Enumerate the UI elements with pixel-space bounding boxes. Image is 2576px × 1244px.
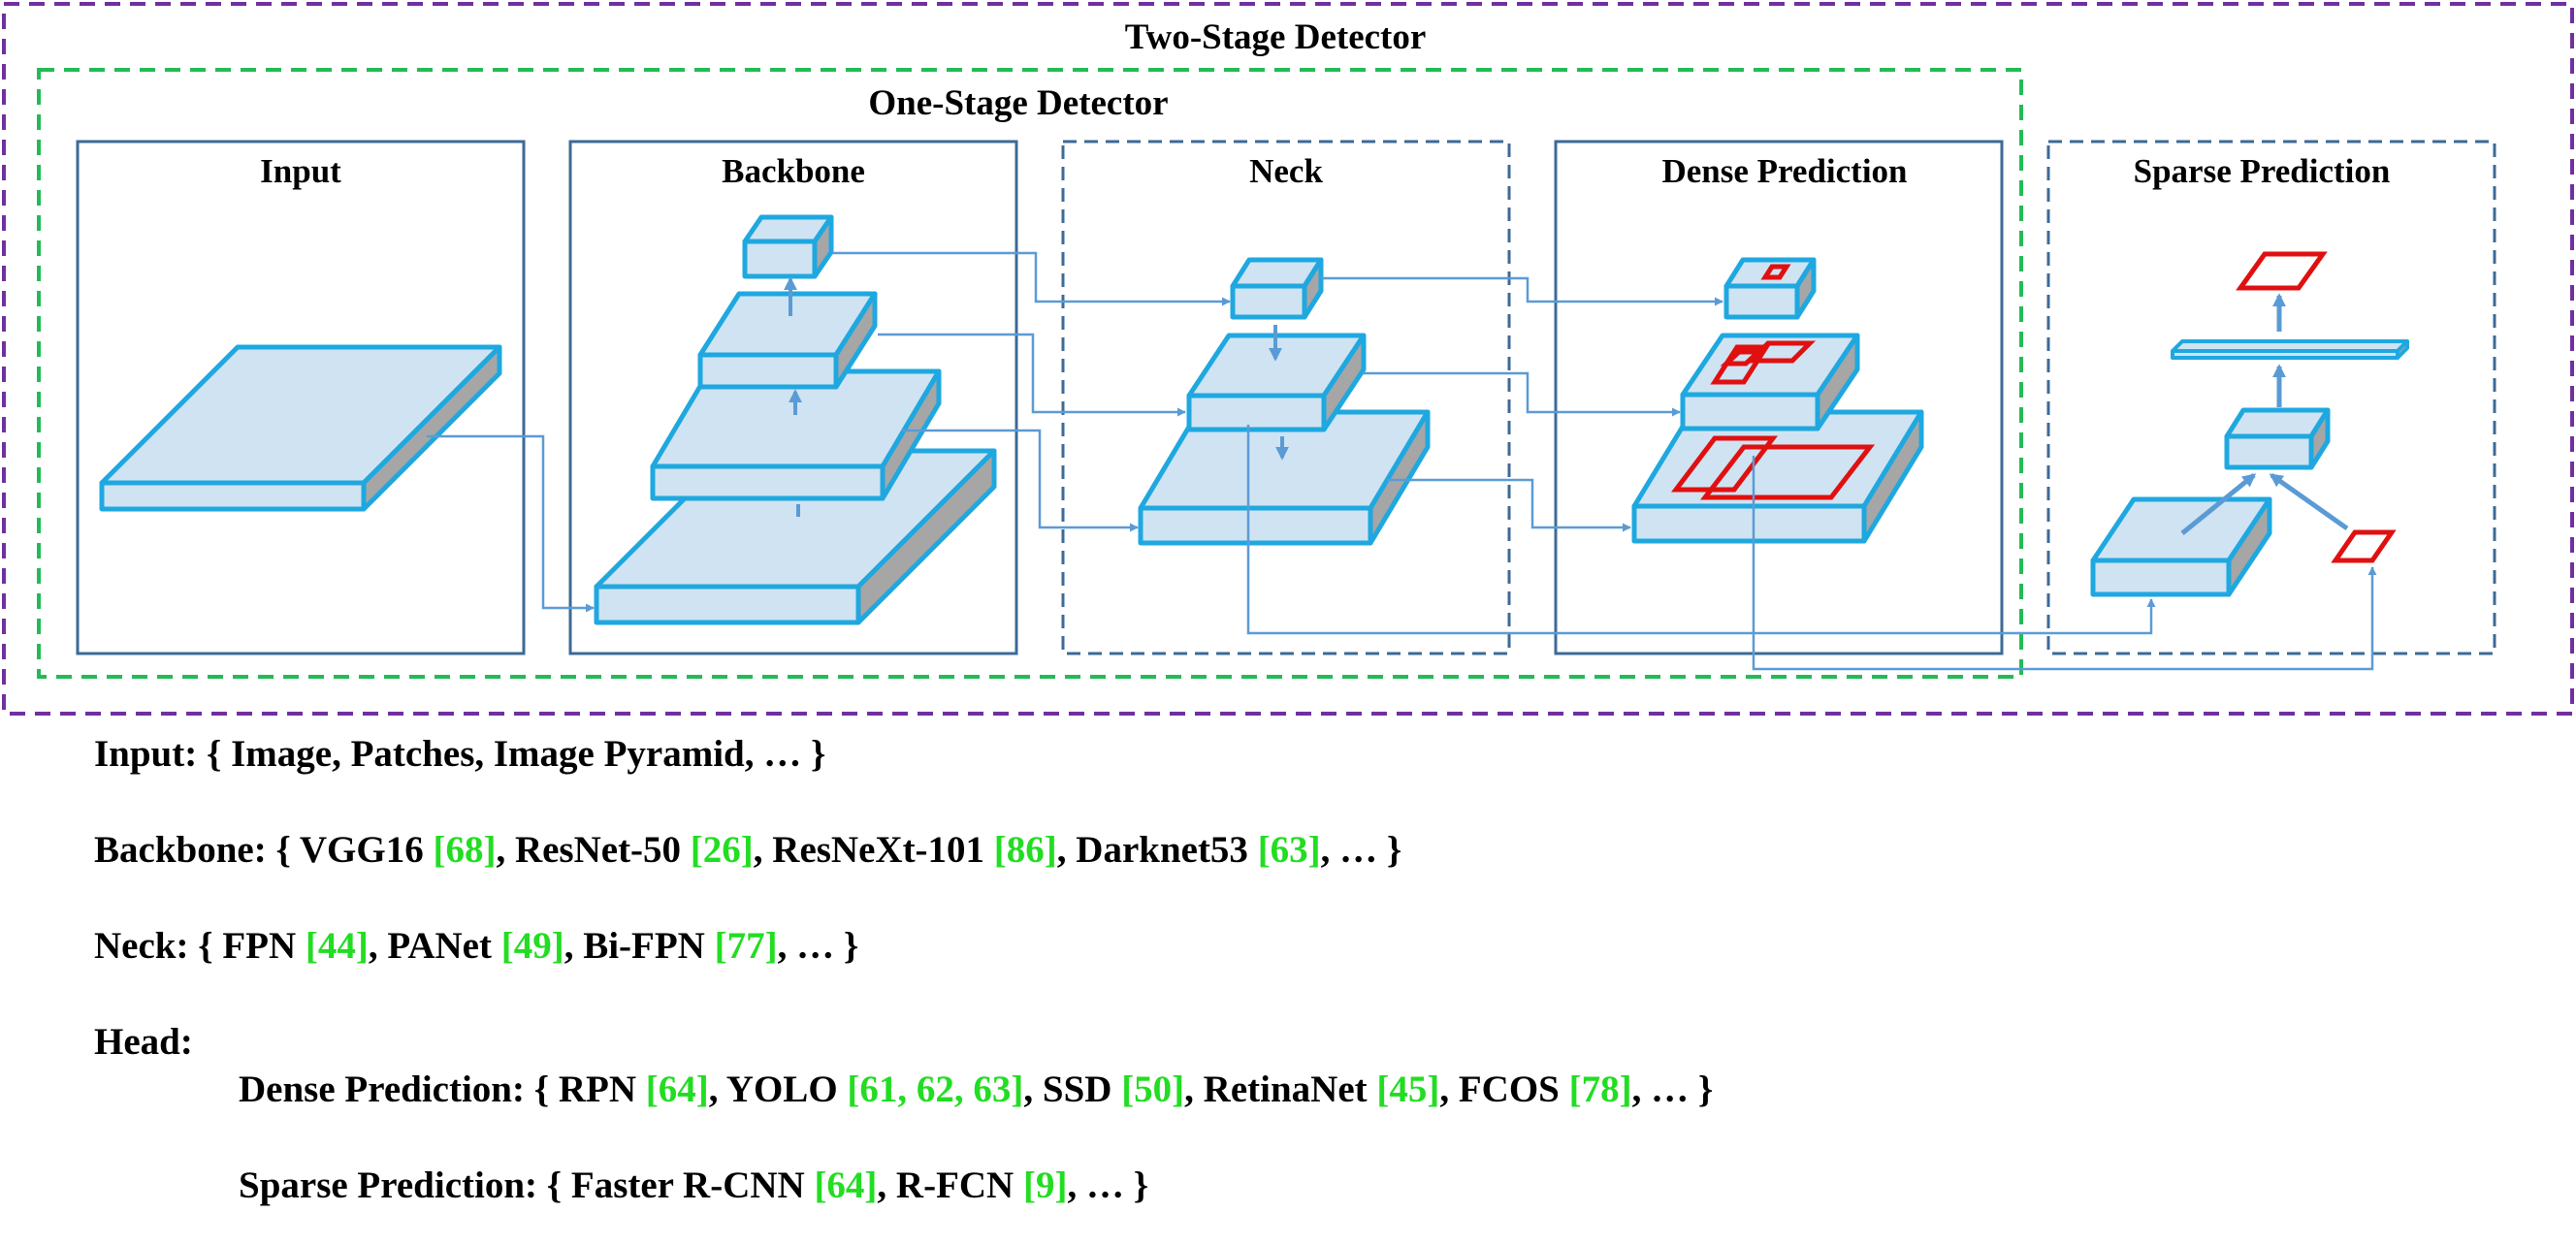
backbone-upsample-arrows [784,276,802,517]
reference-link[interactable]: [64] [814,1164,878,1206]
reference-link[interactable]: [49] [500,925,564,967]
backbone-line-text: { VGG16 [68], ResNet-50 [26], ResNeXt-10… [275,829,1402,871]
backbone-line-label: Backbone: [94,829,267,871]
sparse-prediction-line: Sparse Prediction: { Faster R-CNN [64], … [239,1164,1148,1207]
input-panel [76,140,526,655]
backbone-panel-title: Backbone [722,152,865,190]
backbone-level-4 [742,214,834,279]
dense-prediction-line: Dense Prediction: { RPN [64], YOLO [61, … [239,1068,1713,1111]
sparse-output-box [2236,251,2328,291]
sparse-prediction-line-text: { Faster R-CNN [64], R-FCN [9], … } [546,1164,1149,1206]
sparse-prediction-panel [2046,140,2496,655]
head-line: Head: [94,1020,193,1064]
dense-prediction-line-label: Dense Prediction: [239,1069,525,1110]
backbone-level-3 [697,291,878,390]
input-line: Input: { Image, Patches, Image Pyramid, … [94,732,825,776]
dense-prediction-panel [1554,140,2004,655]
neck-line-label: Neck: [94,925,189,967]
reference-link[interactable]: [86] [993,829,1057,871]
reference-link[interactable]: [26] [690,829,754,871]
backbone-level-2 [650,368,942,501]
input-line-label: Input: [94,733,198,775]
reference-link[interactable]: [61, 62, 63] [847,1069,1024,1110]
input-image-slab [99,344,502,512]
reference-link[interactable]: [64] [645,1069,709,1110]
backbone-line: Backbone: { VGG16 [68], ResNet-50 [26], … [94,828,1401,872]
sparse-pooled-block [2224,407,2331,470]
two-stage-title: Two-Stage Detector [1125,17,1427,57]
sparse-fc-layer [2171,339,2409,360]
input-line-text: { Image, Patches, Image Pyramid, … } [206,733,826,775]
neck-panel-title: Neck [1249,152,1323,190]
dense-bounding-boxes [1670,264,1876,500]
sparse-roi-block [2090,496,2272,597]
reference-link[interactable]: [63] [1257,829,1321,871]
sparse-proposal-box [2331,529,2397,563]
backbone-level-1 [594,448,997,625]
reference-link[interactable]: [9] [1022,1164,1068,1206]
dense-level-1 [1631,409,1924,544]
reference-link[interactable]: [44] [305,925,369,967]
neck-line-text: { FPN [44], PANet [49], Bi-FPN [77], … } [198,925,859,967]
dense-prediction-panel-title: Dense Prediction [1661,152,1907,190]
neck-downsample-arrows [1269,325,1289,461]
dense-prediction-line-text: { RPN [64], YOLO [61, 62, 63], SSD [50],… [533,1069,1714,1110]
sparse-arrows [2180,293,2349,535]
reference-link[interactable]: [68] [433,829,497,871]
sparse-prediction-panel-title: Sparse Prediction [2134,152,2391,190]
neck-level-3 [1230,257,1324,320]
head-line-label: Head: [94,1021,193,1063]
detector-architecture-diagram: Two-Stage Detector One-Stage Detector In… [2,2,2574,716]
sparse-prediction-line-label: Sparse Prediction: [239,1164,538,1206]
one-stage-frame [37,68,2023,679]
connector-lines [427,251,2377,671]
reference-link[interactable]: [77] [714,925,778,967]
reference-link[interactable]: [50] [1121,1069,1185,1110]
reference-link[interactable]: [78] [1568,1069,1632,1110]
one-stage-title: One-Stage Detector [868,83,1168,123]
reference-link[interactable]: [45] [1376,1069,1440,1110]
backbone-panel [568,140,1018,655]
neck-line: Neck: { FPN [44], PANet [49], Bi-FPN [77… [94,924,858,968]
dense-level-2 [1680,333,1860,431]
neck-panel [1061,140,1511,655]
input-panel-title: Input [260,152,341,190]
neck-level-2 [1186,333,1367,432]
